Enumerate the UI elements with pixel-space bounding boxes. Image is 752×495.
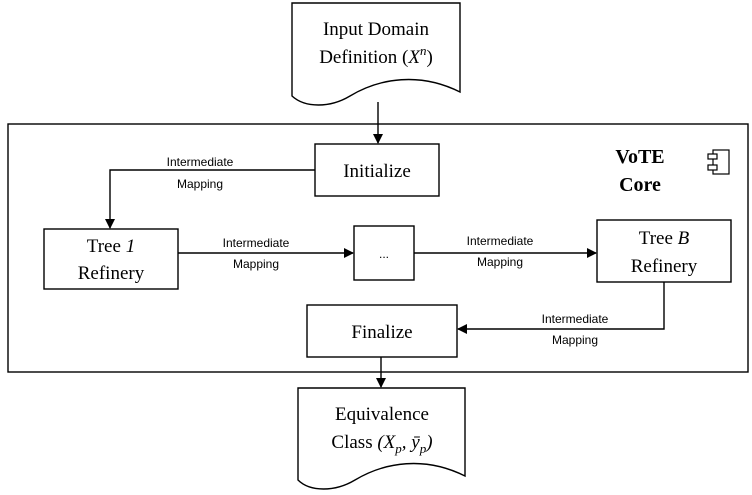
finalize-node[interactable] bbox=[306, 304, 458, 358]
edge-label-tree1-ellipsis-line1: Intermediate bbox=[223, 236, 290, 250]
input-doc-line2: Definition (Xn) bbox=[319, 43, 433, 68]
tree1-label-line1: Tree 1 bbox=[87, 236, 135, 257]
input-document-shape bbox=[291, 2, 461, 106]
output-doc-line1: Equivalence bbox=[335, 404, 429, 425]
ellipsis-label: ... bbox=[379, 247, 389, 261]
component-icon bbox=[707, 149, 730, 175]
edge-label-treeB-finalize-line2: Mapping bbox=[552, 333, 598, 347]
core-title-line1: VoTE bbox=[615, 146, 664, 168]
output-document-shape bbox=[297, 387, 466, 490]
input-doc-line1: Input Domain bbox=[323, 19, 430, 40]
ellipsis-node[interactable] bbox=[353, 225, 415, 281]
tree1-refinery-node[interactable] bbox=[43, 228, 179, 290]
treeB-label-line2: Refinery bbox=[631, 256, 698, 277]
edge-treeB-to-finalize bbox=[457, 282, 665, 334]
core-title-line2: Core bbox=[619, 174, 661, 196]
output-doc-line2: Class (Xp, ȳp) bbox=[331, 432, 432, 456]
edge-label-treeB-finalize-line1: Intermediate bbox=[542, 312, 609, 326]
tree1-label-line2: Refinery bbox=[78, 263, 145, 284]
edge-label-init-tree1-line2: Mapping bbox=[177, 177, 223, 191]
edge-label-ellipsis-treeB-line2: Mapping bbox=[477, 255, 523, 269]
finalize-label: Finalize bbox=[351, 322, 412, 343]
edge-initialize-to-tree1 bbox=[105, 169, 315, 229]
initialize-label: Initialize bbox=[343, 161, 411, 182]
treeB-label-line1: Tree B bbox=[639, 228, 690, 249]
edge-label-tree1-ellipsis-line2: Mapping bbox=[233, 257, 279, 271]
edge-label-ellipsis-treeB-line1: Intermediate bbox=[467, 234, 534, 248]
treeB-refinery-node[interactable] bbox=[596, 219, 732, 283]
edge-label-init-tree1-line1: Intermediate bbox=[167, 155, 234, 169]
